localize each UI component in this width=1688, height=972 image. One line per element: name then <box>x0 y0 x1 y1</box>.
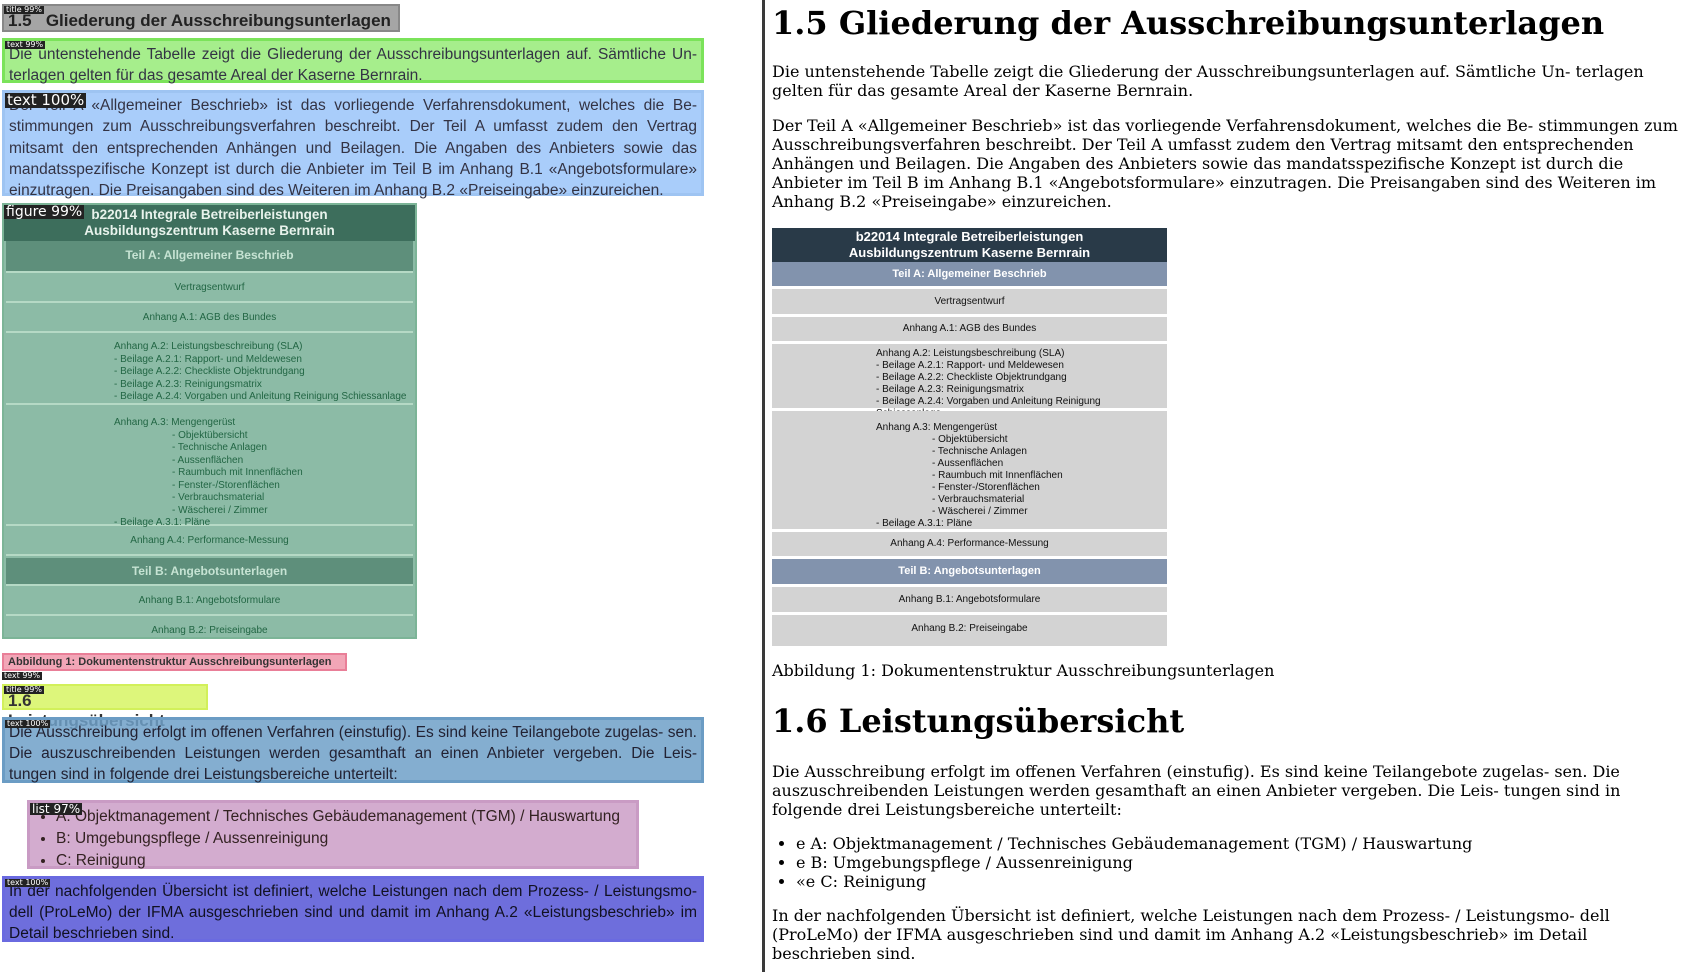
heading-1-5: 1.5 Gliederung der Ausschreibungsunterla… <box>772 4 1605 42</box>
list-item: e A: Objektmanagement / Technisches Gebä… <box>796 834 1472 853</box>
figure-row-a4: Anhang A.4: Performance-Messung <box>772 532 1167 559</box>
figure-row-vertrag: Vertragsentwurf <box>772 289 1167 317</box>
detection-label: list 97% <box>30 802 83 816</box>
heading-1-6: 1.6 Leistungsübersicht <box>772 702 1185 740</box>
detection-label: text 99% <box>2 671 43 680</box>
detection-text-small: text 99% <box>2 672 48 680</box>
layout-detection-view: title 99% 1.5 Gliederung der Ausschreibu… <box>0 0 762 972</box>
paragraph-2: Der Teil A «Allgemeiner Beschrieb» ist d… <box>9 97 697 200</box>
figure-row-b2: Anhang B.2: Preiseingabe <box>151 625 268 636</box>
paragraph-4: In der nachfolgenden Übersicht ist defin… <box>772 906 1610 963</box>
detection-label: text 100% <box>5 878 51 887</box>
rendered-document-view: 1.5 Gliederung der Ausschreibungsunterla… <box>772 0 1686 972</box>
detection-label: title 99% <box>4 5 44 14</box>
figure-row-b2: Anhang B.2: Preiseingabe <box>772 615 1167 646</box>
pane-divider <box>762 0 765 972</box>
detection-label: figure 99% <box>4 204 85 220</box>
paragraph-3: Die Ausschreibung erfolgt im offenen Ver… <box>772 762 1621 819</box>
detection-title-1: title 99% 1.5 Gliederung der Ausschreibu… <box>2 4 400 32</box>
document-structure-figure: b22014 Integrale Betreiberleistungen Aus… <box>772 228 1167 646</box>
list-item: «e C: Reinigung <box>796 872 1472 891</box>
detection-text-4: text 100% In der nachfolgenden Übersicht… <box>2 876 704 942</box>
list-item: C: Reinigung <box>56 850 620 872</box>
detection-text-3: text 100% Die Ausschreibung erfolgt im o… <box>2 717 704 783</box>
paragraph-3: Die Ausschreibung erfolgt im offenen Ver… <box>9 724 697 783</box>
figure-header: b22014 Integrale Betreiberleistungen Aus… <box>772 228 1167 262</box>
figure-row-a2: Anhang A.2: Leistungsbeschreibung (SLA) … <box>772 344 1167 419</box>
figure-caption: Abbildung 1: Dokumentenstruktur Ausschre… <box>772 661 1275 680</box>
paragraph-1: Die untenstehende Tabelle zeigt die Glie… <box>772 62 1644 100</box>
figure-row-b1: Anhang B.1: Angebotsformulare <box>6 588 413 616</box>
figure-header: b22014 Integrale Betreiberleistungen Aus… <box>4 205 415 241</box>
section-heading-1-5: 1.5 Gliederung der Ausschreibungsunterla… <box>8 11 391 30</box>
detection-text-2: text 100% Der Teil A «Allgemeiner Beschr… <box>2 90 704 199</box>
service-area-list: A: Objektmanagement / Technisches Gebäud… <box>56 806 620 872</box>
detection-label: text 99% <box>5 40 46 49</box>
detection-list: list 97% A: Objektmanagement / Technisch… <box>27 800 639 869</box>
figure-row-a4: Anhang A.4: Performance-Messung <box>6 528 413 556</box>
service-area-list: e A: Objektmanagement / Technisches Gebä… <box>796 834 1472 891</box>
figure-section-b: Teil B: Angebotsunterlagen <box>772 559 1167 587</box>
detection-label: text 100% <box>5 91 87 109</box>
list-item: A: Objektmanagement / Technisches Gebäud… <box>56 806 620 828</box>
detection-title-2: title 99% 1.6 Leistungsübersicht <box>2 684 208 730</box>
figure-section-a: Teil A: Allgemeiner Beschrieb <box>6 241 413 273</box>
detection-label: text 100% <box>5 719 51 728</box>
figure-row-vertrag: Vertragsentwurf <box>6 275 413 303</box>
figure-section-a: Teil A: Allgemeiner Beschrieb <box>772 262 1167 289</box>
detection-caption: Abbildung 1: Dokumentenstruktur Ausschre… <box>2 653 347 671</box>
figure-row-a1: Anhang A.1: AGB des Bundes <box>6 305 413 333</box>
paragraph-2: Der Teil A «Allgemeiner Beschrieb» ist d… <box>772 116 1678 211</box>
figure-row-b1: Anhang B.1: Angebotsformulare <box>772 587 1167 615</box>
figure-row-a3: Anhang A.3: Mengengerüst - Objektübersic… <box>6 407 413 528</box>
detection-label: title 99% <box>4 685 44 694</box>
detection-text-1: text 99% Die untenstehende Tabelle zeigt… <box>2 38 704 84</box>
figure-row-a2: Anhang A.2: Leistungsbeschreibung (SLA) … <box>6 335 413 405</box>
detection-figure: b22014 Integrale Betreiberleistungen Aus… <box>2 203 417 639</box>
figure-caption: Abbildung 1: Dokumentenstruktur Ausschre… <box>8 656 332 668</box>
figure-section-b: Teil B: Angebotsunterlagen <box>6 558 413 586</box>
figure-row-a1: Anhang A.1: AGB des Bundes <box>772 317 1167 344</box>
list-item: e B: Umgebungspflege / Aussenreinigung <box>796 853 1472 872</box>
paragraph-4: In der nachfolgenden Übersicht ist defin… <box>9 883 697 942</box>
paragraph-1: Die untenstehende Tabelle zeigt die Glie… <box>9 46 697 84</box>
list-item: B: Umgebungspflege / Aussenreinigung <box>56 828 620 850</box>
figure-row-a3: Anhang A.3: Mengengerüst - Objektübersic… <box>772 411 1167 532</box>
